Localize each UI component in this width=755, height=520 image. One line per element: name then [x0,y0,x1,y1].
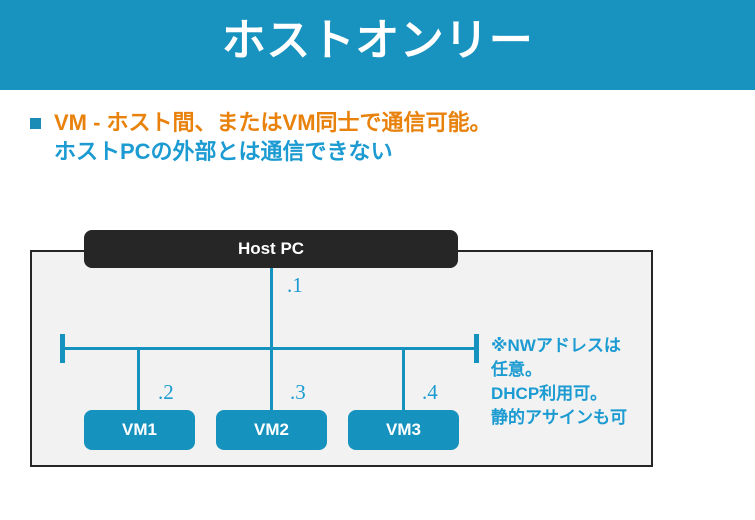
network-address-note: ※NWアドレスは 任意。 DHCP利用可。 静的アサインも可 [491,334,666,430]
network-bus-end-cap-right [474,334,479,363]
note-line-2: 任意。 [491,360,542,379]
vm3-label: VM3 [386,420,421,439]
host-pc-ip-label: .1 [287,273,303,297]
title-band [0,0,755,90]
vm3-node: VM3 [348,410,459,450]
note-line-3: DHCP利用可。 [491,384,608,403]
note-line-1: ※NWアドレスは [491,336,621,355]
vm2-connection-line [270,349,273,411]
square-bullet-icon [30,118,41,129]
vm1-label: VM1 [122,420,157,439]
host-pc-node: Host PC [84,230,458,268]
host-pc-label: Host PC [237,239,305,258]
vm3-ip-label: .4 [422,380,438,404]
vm1-node: VM1 [84,410,195,450]
vm2-ip-label: .3 [290,380,306,404]
bullet-line-1: VM - ホスト間、またはVM同士で通信可能。 [54,110,492,135]
bullet-text: VM - ホスト間、またはVM同士で通信可能。 ホストPCの外部とは通信できない [54,108,668,166]
vm3-connection-line [402,349,405,411]
vm2-label: VM2 [254,420,289,439]
vm1-ip-label: .2 [158,380,174,404]
host-pc-connection-line [270,267,273,349]
vm2-node: VM2 [216,410,327,450]
note-line-4: 静的アサインも可 [491,408,627,427]
vm1-connection-line [137,349,140,411]
bullet-block: VM - ホスト間、またはVM同士で通信可能。 ホストPCの外部とは通信できない [28,108,668,166]
network-bus-line [60,347,479,350]
bullet-line-2: ホストPCの外部とは通信できない [54,139,393,164]
page-title: ホストオンリー [221,16,534,65]
network-bus-end-cap-left [60,334,65,363]
